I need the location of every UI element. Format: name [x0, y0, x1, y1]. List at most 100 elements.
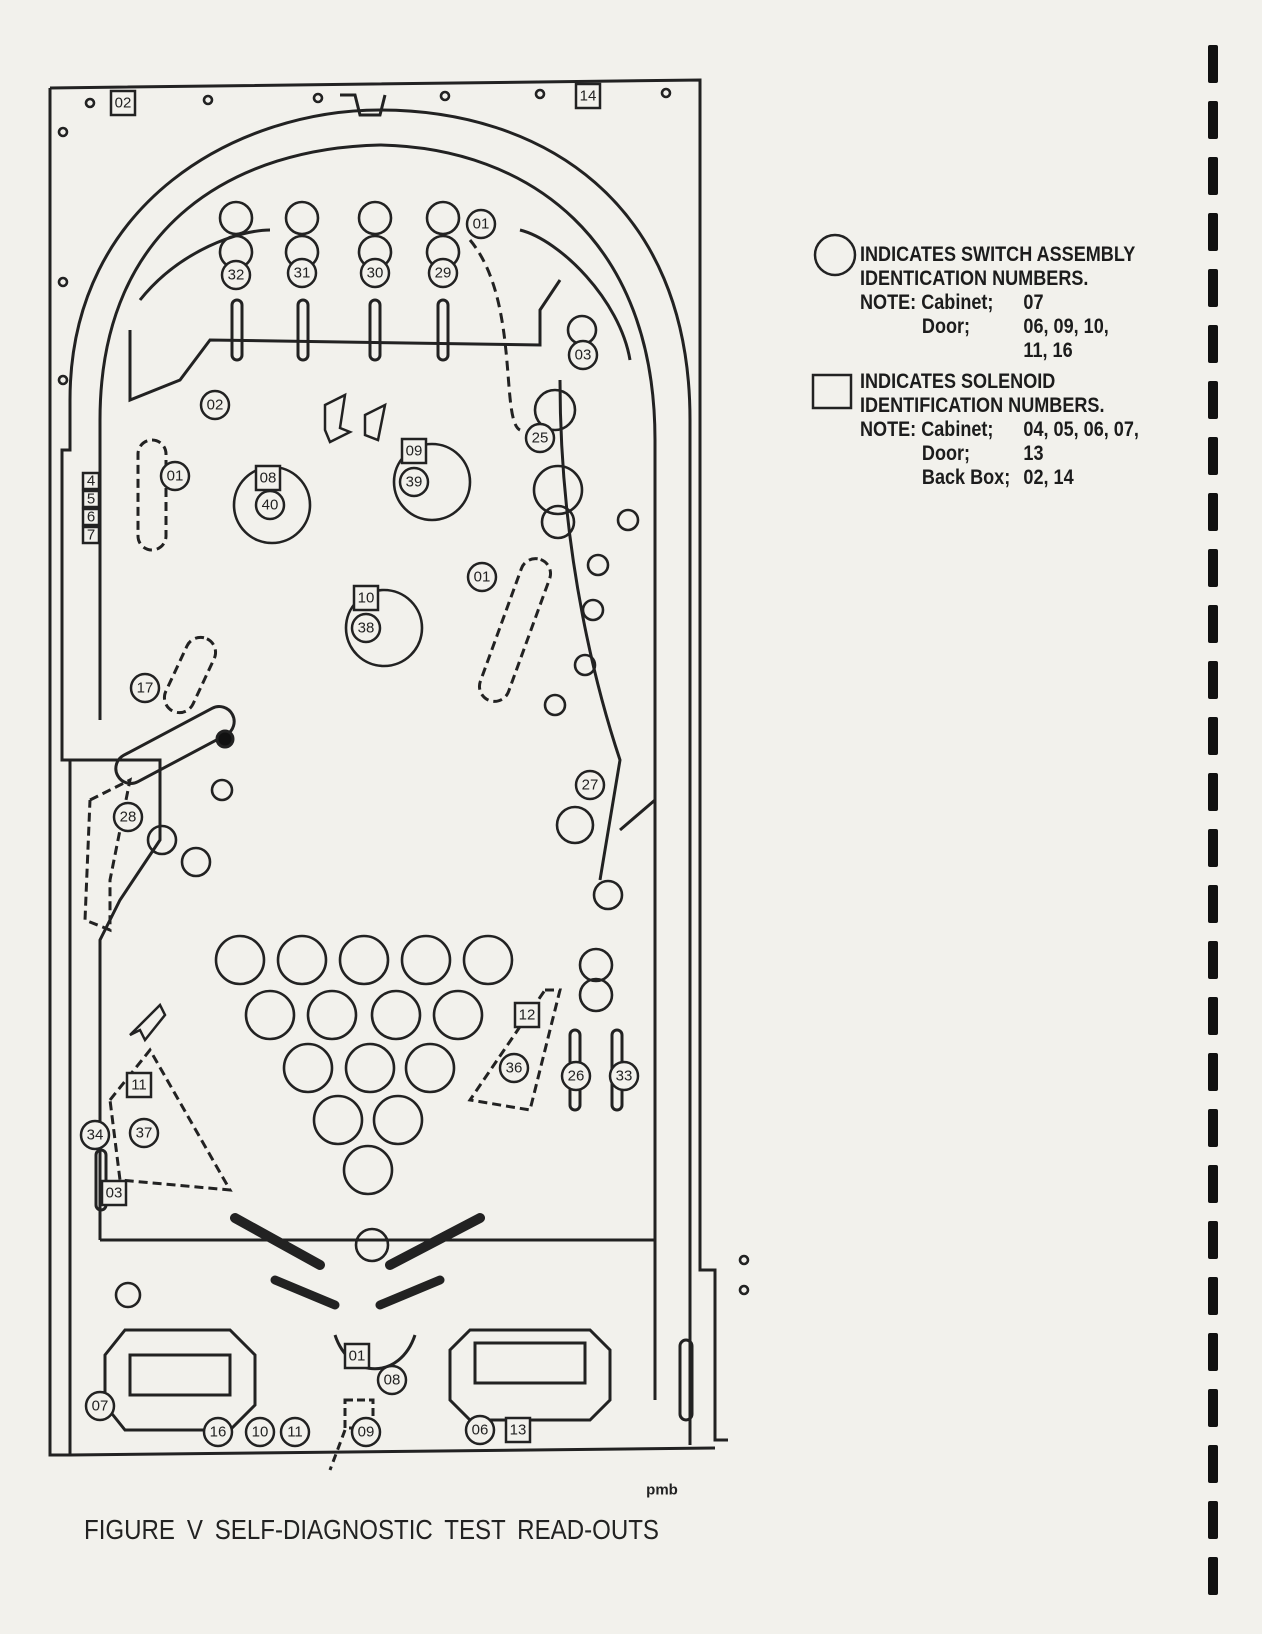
switch-circle-icon [129, 672, 161, 704]
switch-marker: 01 [465, 208, 497, 240]
switch-marker: 33 [608, 1060, 640, 1092]
binding-ring [1208, 1501, 1218, 1539]
binding-ring [1208, 1221, 1218, 1259]
switch-number: 30 [367, 265, 384, 282]
switch-circle-icon [350, 1416, 382, 1448]
switch-marker: 01 [466, 561, 498, 593]
binding-ring [1208, 549, 1218, 587]
solenoid-number: 4 [87, 473, 95, 490]
solenoid-marker: 09 [400, 437, 428, 465]
solenoid-marker: 12 [513, 1001, 541, 1029]
switch-marker: 06 [464, 1414, 496, 1446]
switch-number: 37 [136, 1125, 153, 1142]
switch-marker: 31 [286, 257, 318, 289]
solenoid-marker: 7 [81, 525, 101, 545]
legend-solenoid-title-2: IDENTIFICATION NUMBERS. [860, 394, 1105, 417]
binding-ring [1208, 997, 1218, 1035]
legend-solenoid: INDICATES SOLENOID IDENTIFICATION NUMBER… [860, 370, 1139, 490]
solenoid-marker: 03 [100, 1179, 128, 1207]
switch-number: 26 [568, 1068, 585, 1085]
switch-circle-icon [199, 389, 231, 421]
solenoid-square-icon [81, 489, 101, 509]
solenoid-marker: 4 [81, 471, 101, 491]
switch-number: 33 [616, 1068, 633, 1085]
bumpers-and-posts [57, 87, 750, 1309]
switch-number: 02 [207, 397, 224, 414]
solenoid-square-icon [352, 584, 380, 612]
switch-circle-icon [159, 460, 191, 492]
switch-marker: 07 [84, 1390, 116, 1422]
binding-ring [1208, 1445, 1218, 1483]
switch-number: 31 [294, 265, 311, 282]
backbox-values: 02, 14 [1023, 466, 1074, 489]
switch-circle-icon [202, 1416, 234, 1448]
binding-ring [1208, 437, 1218, 475]
switch-circle-icon [464, 1414, 496, 1446]
switch-circle-icon [567, 339, 599, 371]
solenoid-square-icon [504, 1416, 532, 1444]
switch-circle-icon [112, 801, 144, 833]
switch-number: 16 [210, 1424, 227, 1441]
switch-marker: 34 [79, 1119, 111, 1151]
binding-ring [1208, 325, 1218, 363]
switch-circle-icon [244, 1416, 276, 1448]
solenoid-marker: 5 [81, 489, 101, 509]
note-label: NOTE: Cabinet; [860, 291, 994, 314]
switch-marker: 37 [128, 1117, 160, 1149]
switch-marker: 38 [350, 612, 382, 644]
switch-marker: 02 [199, 389, 231, 421]
switch-circle-icon [524, 422, 556, 454]
solenoid-number: 12 [519, 1007, 536, 1024]
solenoid-square-icon [343, 1342, 371, 1370]
legend-switch-circle-icon [813, 233, 857, 277]
binding-ring [1208, 157, 1218, 195]
switch-circle-icon [220, 259, 252, 291]
solenoid-number: 11 [131, 1077, 147, 1094]
binding-ring [1208, 1557, 1218, 1595]
solenoid-number: 5 [87, 491, 95, 508]
switch-number: 03 [575, 347, 592, 364]
switch-number: 01 [473, 216, 490, 233]
switch-marker: 09 [350, 1416, 382, 1448]
solenoid-square-icon [81, 507, 101, 527]
binding-ring [1208, 1333, 1218, 1371]
switch-number: 08 [384, 1372, 401, 1389]
solenoid-number: 01 [349, 1348, 366, 1365]
solenoid-square-icon [81, 525, 101, 545]
binding-ring [1208, 605, 1218, 643]
switch-circle-icon [574, 769, 606, 801]
direction-arrows [129, 392, 387, 1043]
switch-circle-icon [376, 1364, 408, 1396]
solenoid-number: 10 [358, 590, 375, 607]
binding-ring [1208, 493, 1218, 531]
solenoid-number: 13 [510, 1422, 527, 1439]
switch-number: 32 [228, 267, 245, 284]
switch-circle-icon [608, 1060, 640, 1092]
switch-number: 09 [358, 1424, 375, 1441]
switch-marker: 36 [498, 1052, 530, 1084]
switch-marker: 32 [220, 259, 252, 291]
switch-marker: 26 [560, 1060, 592, 1092]
solenoid-square-icon [513, 1001, 541, 1029]
door-values: 06, 09, 10, [1023, 315, 1109, 338]
binding-ring [1208, 717, 1218, 755]
switch-number: 07 [92, 1398, 109, 1415]
solenoid-marker: 13 [504, 1416, 532, 1444]
binding-ring [1208, 1389, 1218, 1427]
binding-ring [1208, 1053, 1218, 1091]
switch-marker: 17 [129, 672, 161, 704]
switch-marker: 03 [567, 339, 599, 371]
switch-marker: 08 [376, 1364, 408, 1396]
figure-caption: FIGURE V SELF-DIAGNOSTIC TEST READ-OUTS [84, 1514, 660, 1545]
switch-number: 10 [252, 1424, 269, 1441]
switch-number: 27 [582, 777, 599, 794]
switch-circle-icon [427, 257, 459, 289]
switch-circle-icon [465, 208, 497, 240]
solenoid-marker: 02 [109, 89, 137, 117]
switch-number: 36 [506, 1060, 523, 1077]
switch-circle-icon [498, 1052, 530, 1084]
binding-ring [1208, 101, 1218, 139]
switch-number: 29 [435, 265, 452, 282]
switch-circle-icon [84, 1390, 116, 1422]
